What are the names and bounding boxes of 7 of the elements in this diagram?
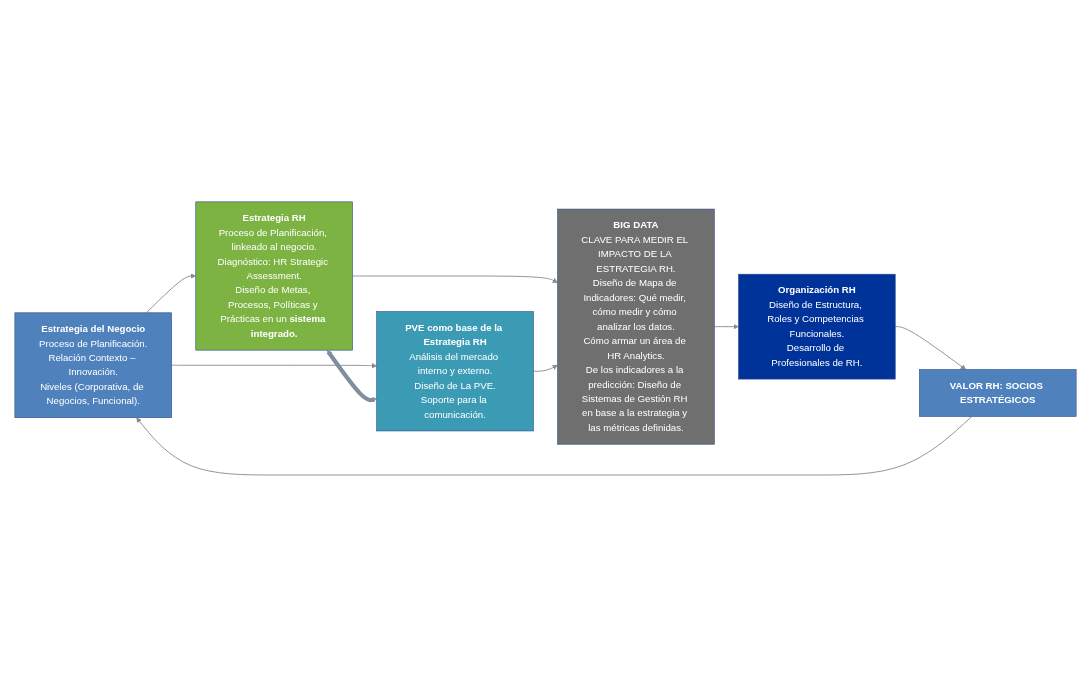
node-box: Estrategia RH Proceso de Planificación, linkeado al negocio. Diagnóstico: HR Strategic Assessment. Diseño de Metas, Procesos, Políticas y Prácticas en un sistema integrado. — [195, 201, 353, 351]
node-box: Organización RH Diseño de Estructura, Roles y Competencias Funcionales. Desarrollo de Profesionales de RH. — [738, 273, 896, 380]
node-box: VALOR RH: SOCIOS ESTRATÉGICOS — [919, 369, 1077, 417]
node-box: PVE como base de la Estrategia RH Análisis del mercado interno y externo. Diseño de La PVE. Soporte para la comunicación. — [376, 311, 534, 432]
node-box: Estrategia del Negocio Proceso de Planificación. Relación Contexto – Innovación. Niveles (Corporativa, de Negocios, Funcional). — [14, 312, 172, 419]
arrow — [326, 350, 377, 403]
node-box: BIG DATA CLAVE PARA MEDIR EL IMPACTO DE LA ESTRATEGIA RH. Diseño de Mapa de Indicadores: Qué medir, cómo medir y cómo analizar los datos. Cómo armar un área de HR Analytics. De los indicadores a la predicción: Diseño de Sistemas de Gestión RH en base a la estrategia y las métricas definidas. — [557, 208, 715, 445]
